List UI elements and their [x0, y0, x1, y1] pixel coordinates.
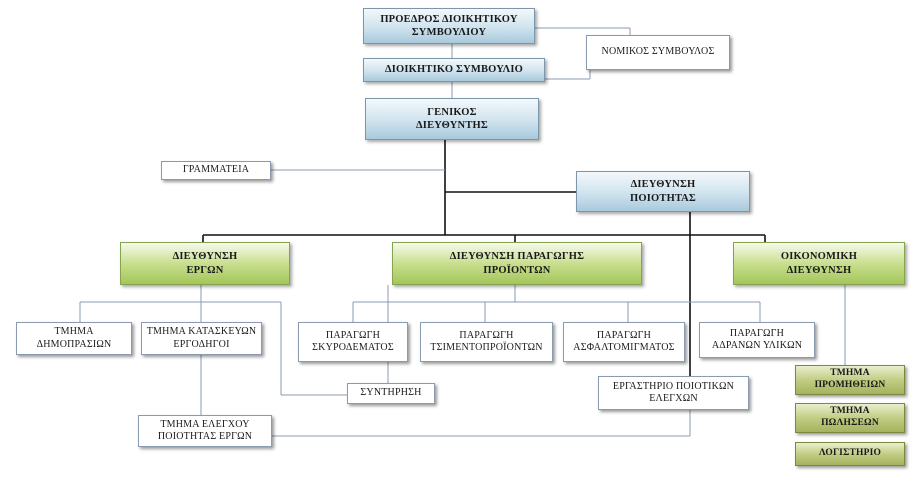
asphalt-production-box: ΠΑΡΑΓΩΓΗ ΑΣΦΑΛΤΟΜΙΓΜΑΤΟΣ: [563, 322, 685, 362]
aggregates-production-box: ΠΑΡΑΓΩΓΗ ΑΔΡΑΝΩΝ ΥΛΙΚΩΝ: [699, 322, 815, 358]
production-dept-label: ΔΙΕΥΘΥΝΣΗ ΠΑΡΑΓΩΓΗΣ ΠΡΟΪΟΝΤΩΝ: [449, 251, 585, 276]
finance-dept-label: ΟΙΚΟΝΟΜΙΚΗ ΔΙΕΥΘΥΝΣΗ: [780, 251, 858, 276]
legal-advisor-box: ΝΟΜΙΚΟΣ ΣΥΜΒΟΥΛΟΣ: [586, 35, 730, 70]
concrete-production-box: ΠΑΡΑΓΩΓΗ ΣΚΥΡΟΔΕΜΑΤΟΣ: [298, 322, 408, 362]
concrete-production-label: ΠΑΡΑΓΩΓΗ ΣΚΥΡΟΔΕΜΑΤΟΣ: [312, 329, 394, 354]
quality-lab-box: ΕΡΓΑΣΤΗΡΙΟ ΠΟΙΟΤΙΚΩΝ ΕΛΕΓΧΩΝ: [598, 376, 749, 410]
chairman-box: ΠΡΟΕΔΡΟΣ ΔΙΟΙΚΗΤΙΚΟΥ ΣΥΜΒΟΥΛΙΟΥ: [363, 8, 535, 44]
general-manager-label: ΓΕΝΙΚΟΣ ΔΙΕΥΘΥΝΤΗΣ: [416, 106, 488, 131]
quality-dept-label: ΔΙΕΥΘΥΝΣΗ ΠΟΙΟΤΗΤΑΣ: [630, 179, 696, 204]
quality-dept-box: ΔΙΕΥΘΥΝΣΗ ΠΟΙΟΤΗΤΑΣ: [576, 171, 750, 212]
works-quality-section-box: ΤΜΗΜΑ ΕΛΕΓΧΟΥ ΠΟΙΟΤΗΤΑΣ ΕΡΓΩΝ: [138, 415, 272, 447]
accounting-label: ΛΟΓΙΣΤΗΡΙΟ: [818, 448, 882, 459]
sales-section-box: ΤΜΗΜΑ ΠΩΛΗΣΕΩΝ: [795, 403, 905, 433]
maintenance-box: ΣΥΝΤΗΡΗΣΗ: [347, 383, 435, 404]
thin-connectors: [79, 27, 846, 437]
asphalt-production-label: ΠΑΡΑΓΩΓΗ ΑΣΦΑΛΤΟΜΙΓΜΑΤΟΣ: [573, 329, 675, 354]
aggregates-production-label: ΠΑΡΑΓΩΓΗ ΑΔΡΑΝΩΝ ΥΛΙΚΩΝ: [711, 327, 803, 352]
main-connectors: [202, 140, 766, 376]
production-dept-box: ΔΙΕΥΘΥΝΣΗ ΠΑΡΑΓΩΓΗΣ ΠΡΟΪΟΝΤΩΝ: [392, 242, 642, 285]
board-box: ΔΙΟΙΚΗΤΙΚΟ ΣΥΜΒΟΥΛΙΟ: [363, 58, 545, 82]
board-label: ΔΙΟΙΚΗΤΙΚΟ ΣΥΜΒΟΥΛΙΟ: [384, 64, 524, 76]
maintenance-label: ΣΥΝΤΗΡΗΣΗ: [360, 387, 422, 399]
general-manager-box: ΓΕΝΙΚΟΣ ΔΙΕΥΘΥΝΤΗΣ: [365, 98, 539, 140]
chairman-label: ΠΡΟΕΔΡΟΣ ΔΙΟΙΚΗΤΙΚΟΥ ΣΥΜΒΟΥΛΙΟΥ: [380, 13, 518, 38]
sales-section-label: ΤΜΗΜΑ ΠΩΛΗΣΕΩΝ: [821, 406, 879, 428]
secretariat-box: ΓΡΑΜΜΑΤΕΙΑ: [161, 161, 271, 180]
tenders-section-box: ΤΜΗΜΑ ΔΗΜΟΠΡΑΣΙΩΝ: [16, 322, 132, 355]
tenders-section-label: ΤΜΗΜΑ ΔΗΜΟΠΡΑΣΙΩΝ: [36, 326, 112, 350]
legal-advisor-label: ΝΟΜΙΚΟΣ ΣΥΜΒΟΥΛΟΣ: [601, 46, 715, 58]
construction-section-label: ΤΜΗΜΑ ΚΑΤΑΣΚΕΥΩΝ ΕΡΓΟΔΗΓΟΙ: [146, 326, 257, 350]
quality-lab-label: ΕΡΓΑΣΤΗΡΙΟ ΠΟΙΟΤΙΚΩΝ ΕΛΕΓΧΩΝ: [612, 380, 735, 405]
construction-section-box: ΤΜΗΜΑ ΚΑΤΑΣΚΕΥΩΝ ΕΡΓΟΔΗΓΟΙ: [141, 322, 262, 355]
cement-products-box: ΠΑΡΑΓΩΓΗ ΤΣΙΜΕΝΤΟΠΡΟΪΟΝΤΩΝ: [420, 322, 553, 362]
secretariat-label: ΓΡΑΜΜΑΤΕΙΑ: [182, 164, 250, 176]
accounting-box: ΛΟΓΙΣΤΗΡΙΟ: [795, 442, 905, 466]
procurement-section-box: ΤΜΗΜΑ ΠΡΟΜΗΘΕΙΩΝ: [795, 365, 905, 395]
works-dept-box: ΔΙΕΥΘΥΝΣΗ ΕΡΓΩΝ: [120, 242, 290, 285]
works-quality-section-label: ΤΜΗΜΑ ΕΛΕΓΧΟΥ ΠΟΙΟΤΗΤΑΣ ΕΡΓΩΝ: [157, 418, 253, 443]
works-dept-label: ΔΙΕΥΘΥΝΣΗ ΕΡΓΩΝ: [172, 251, 238, 276]
procurement-section-label: ΤΜΗΜΑ ΠΡΟΜΗΘΕΙΩΝ: [814, 368, 886, 390]
cement-products-label: ΠΑΡΑΓΩΓΗ ΤΣΙΜΕΝΤΟΠΡΟΪΟΝΤΩΝ: [430, 329, 543, 354]
finance-dept-box: ΟΙΚΟΝΟΜΙΚΗ ΔΙΕΥΘΥΝΣΗ: [733, 242, 905, 285]
